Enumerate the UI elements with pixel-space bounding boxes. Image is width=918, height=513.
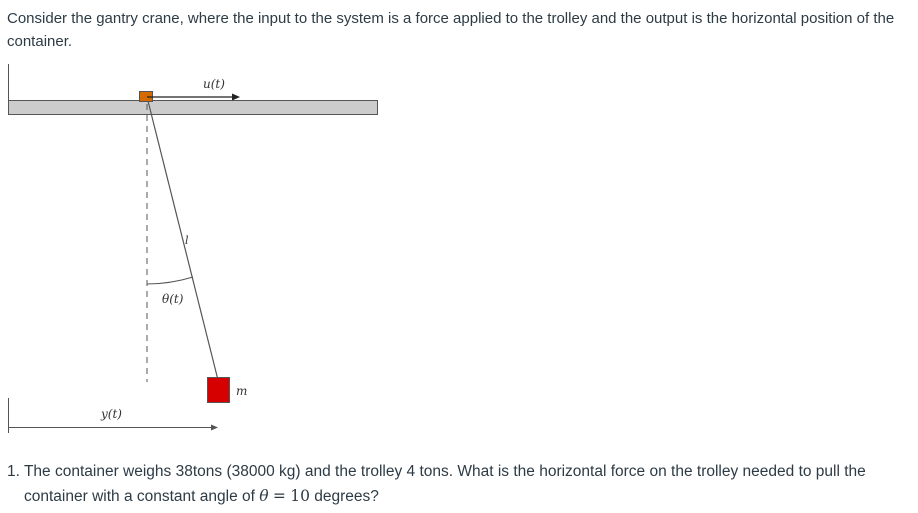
question-text-after: degrees? bbox=[314, 488, 379, 505]
angle-label: θ(t) bbox=[162, 292, 184, 306]
intro-text: Consider the gantry crane, where the inp… bbox=[7, 10, 895, 50]
force-label: u(t) bbox=[203, 77, 225, 91]
question-1: 1. The container weighs 38tons (38000 kg… bbox=[7, 459, 912, 509]
angle-arc bbox=[146, 276, 194, 285]
angle-value: 10 bbox=[290, 487, 310, 505]
question-text-line1: The container weighs 38tons (38000 kg) a… bbox=[23, 463, 866, 480]
position-label: y(t) bbox=[100, 407, 122, 421]
container-mass bbox=[207, 377, 230, 403]
pendulum-rope bbox=[146, 96, 219, 381]
force-arrow-head bbox=[232, 93, 240, 101]
length-label: l bbox=[185, 234, 189, 247]
equals-sign: = bbox=[272, 487, 286, 505]
position-arrow-head bbox=[211, 424, 218, 431]
theta-symbol: θ bbox=[259, 487, 269, 505]
question-number: 1. bbox=[7, 463, 20, 480]
mass-label: m bbox=[236, 384, 247, 398]
gantry-beam bbox=[8, 100, 378, 115]
question-line2: container with a constant angle of θ = 1… bbox=[7, 484, 912, 509]
question-text-line2: container with a constant angle of bbox=[24, 488, 255, 505]
